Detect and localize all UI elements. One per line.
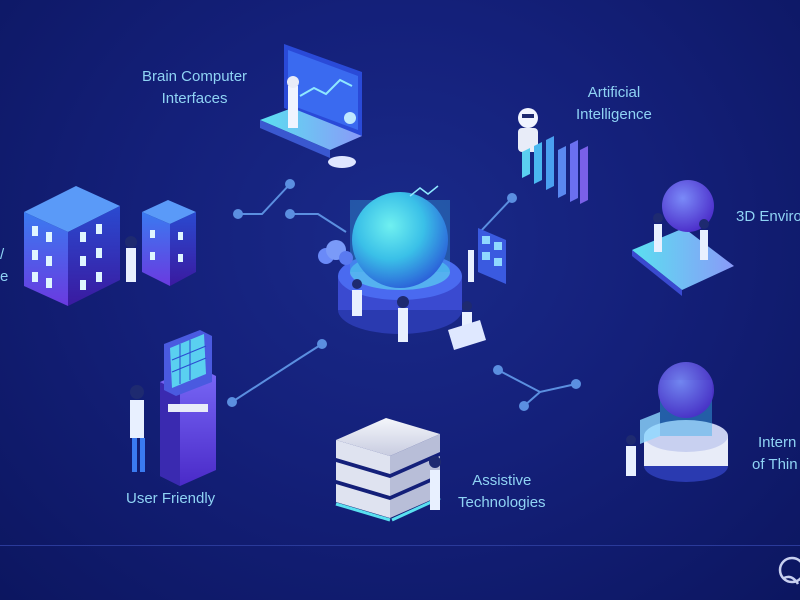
connector-ai: [479, 197, 513, 233]
connector-brain: [238, 183, 291, 215]
label-user-friendly: User Friendly: [126, 490, 216, 507]
brain-computer-illustration: [260, 44, 362, 168]
connectors: [227, 179, 581, 411]
ai-illustration: [518, 108, 588, 204]
label-city-partial: / e: [0, 246, 9, 285]
label-assistive-technologies: Assistive Technologies: [458, 472, 546, 511]
connector-user-friendly: [231, 343, 323, 403]
label-internet-of-things: Intern of Thin: [752, 434, 798, 473]
assistive-illustration: [335, 418, 441, 522]
iot-illustration: [626, 362, 728, 482]
footer-divider: [0, 545, 800, 546]
label-artificial-intelligence: Artificial Intelligence: [576, 84, 652, 123]
city-illustration: [24, 186, 196, 306]
connector-center-left: [290, 213, 347, 233]
3d-environments-illustration: [632, 180, 734, 296]
label-brain-computer-interfaces: Brain Computer Interfaces: [142, 68, 248, 107]
user-friendly-illustration: [130, 330, 216, 486]
central-hub-illustration: [318, 185, 506, 350]
brand-logo: [778, 556, 800, 585]
connector-iot: [497, 369, 577, 394]
label-3d-environments: 3D Enviro: [736, 208, 800, 225]
